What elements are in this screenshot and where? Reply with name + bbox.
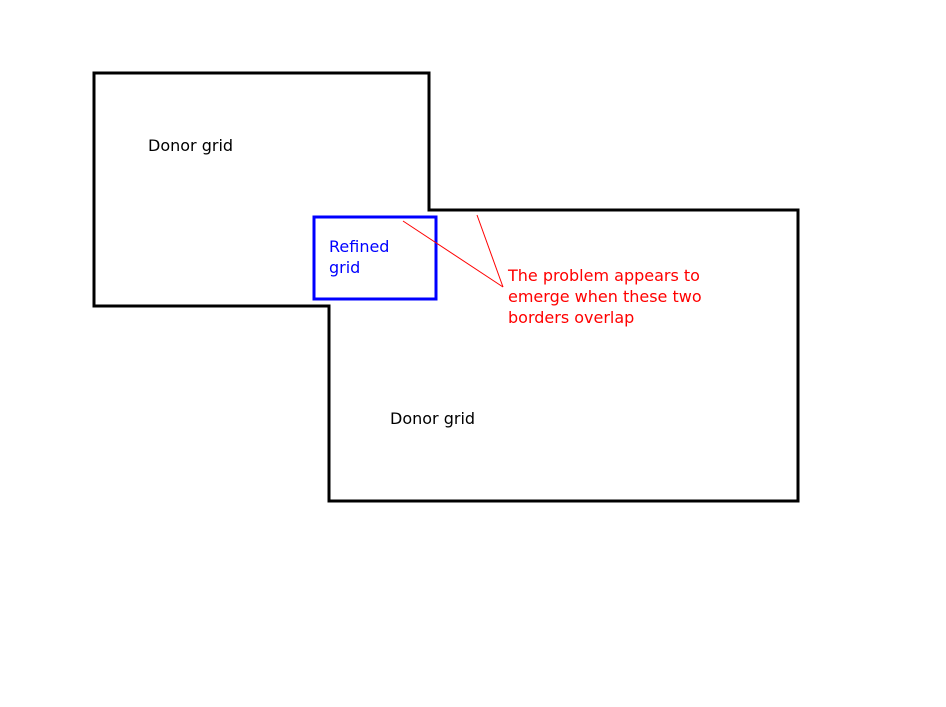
donor-grids-outline [92,71,800,503]
refined-grid-label-line1: Refined [329,237,390,256]
donor-grid-label-1: Donor grid [148,136,234,155]
refined-grid-box [312,215,438,301]
refined-grid-label-line2: grid [329,258,361,277]
refined-grid-label: Refined grid [329,236,389,278]
annotation-text: The problem appears to emerge when these … [508,265,702,328]
annotation-line-3: borders overlap [508,308,635,327]
annotation-pointer-1 [402,220,504,288]
annotation-line-1: The problem appears to [508,266,700,285]
annotation-line-2: emerge when these two [508,287,702,306]
annotation-pointer-2 [476,214,504,288]
donor-grid-label-2: Donor grid [390,409,476,428]
